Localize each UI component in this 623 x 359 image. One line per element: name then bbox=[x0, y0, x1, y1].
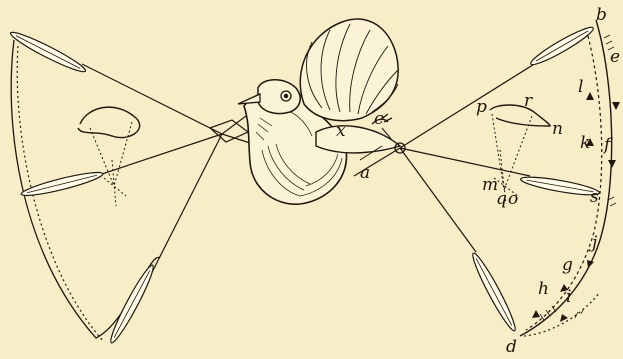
label-l: l bbox=[578, 77, 583, 97]
label-h: h bbox=[538, 279, 549, 299]
label-j: j bbox=[588, 233, 598, 253]
label-s: s bbox=[590, 187, 599, 207]
right-quill-lower bbox=[468, 251, 519, 334]
label-o: o bbox=[508, 189, 518, 209]
pigeon-wing-x bbox=[316, 126, 400, 153]
right-quill-upper bbox=[528, 23, 596, 69]
pigeon-head bbox=[258, 80, 300, 114]
left-quill-lower bbox=[106, 263, 157, 346]
left-radiating-lines bbox=[82, 64, 272, 300]
arrow-h bbox=[532, 310, 540, 318]
left-quill-middle bbox=[20, 169, 104, 200]
label-p: p bbox=[476, 97, 487, 117]
label-i: i bbox=[566, 287, 571, 307]
pigeon-pupil bbox=[284, 94, 288, 98]
right-quill-middle bbox=[520, 174, 601, 199]
pigeon-beak bbox=[238, 94, 260, 104]
label-n: n bbox=[552, 119, 563, 139]
label-x: x bbox=[336, 121, 346, 141]
arrow-e bbox=[612, 102, 620, 110]
label-r: r bbox=[524, 91, 533, 111]
pigeon-tail bbox=[300, 19, 398, 121]
arrow-l bbox=[586, 92, 594, 100]
label-k: k bbox=[580, 133, 590, 153]
left-figure-eight bbox=[78, 107, 140, 206]
left-quill-upper bbox=[8, 28, 88, 76]
label-c: c bbox=[374, 109, 384, 129]
label-d: d bbox=[506, 337, 517, 357]
arrow-j bbox=[587, 260, 594, 268]
label-e: e bbox=[610, 47, 620, 67]
label-a: a bbox=[360, 163, 370, 183]
label-g: g bbox=[562, 255, 573, 275]
label-b: b bbox=[596, 5, 607, 25]
arrow-f bbox=[608, 160, 616, 168]
left-wing-diagram bbox=[8, 28, 272, 345]
label-q: q bbox=[496, 189, 507, 209]
